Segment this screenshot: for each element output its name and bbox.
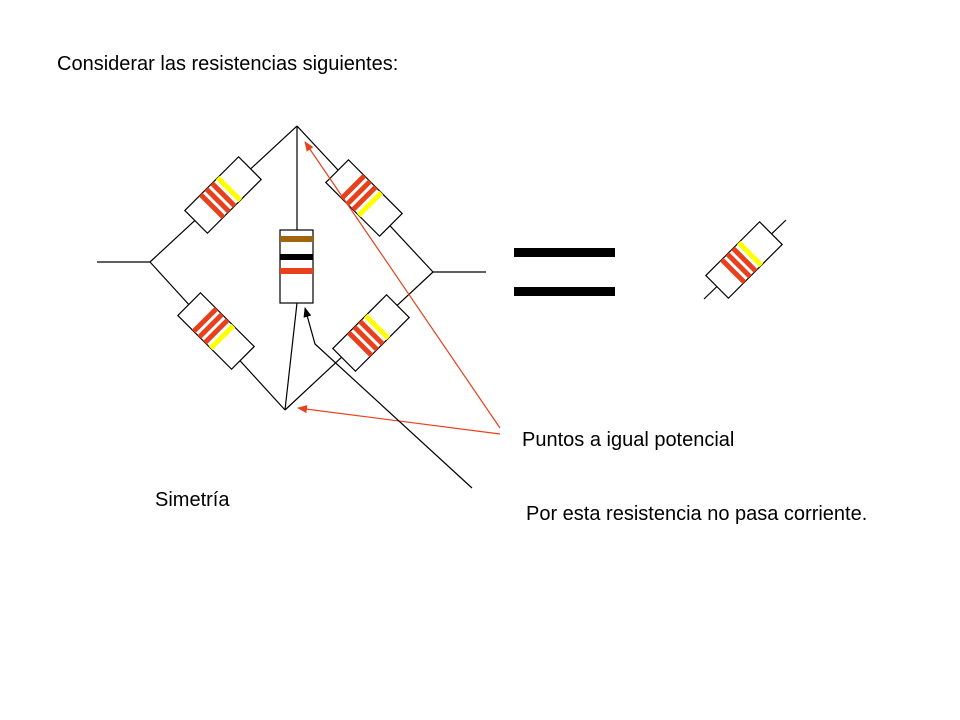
resistor-lower-right xyxy=(331,293,411,373)
no-current-label: Por esta resistencia no pasa corriente. xyxy=(526,503,868,525)
equivalent-resistor xyxy=(703,219,787,300)
arrow-to-center-resistor xyxy=(303,307,473,489)
resistor-center xyxy=(279,229,314,304)
equals-sign xyxy=(514,248,615,296)
symmetry-label: Simetría xyxy=(155,489,230,511)
arrow-to-top-node xyxy=(304,141,501,429)
resistor-upper-left xyxy=(183,155,263,235)
slide-title: Considerar las resistencias siguientes: xyxy=(57,53,399,75)
resistor-lower-left xyxy=(176,291,256,371)
resistor-upper-right xyxy=(324,158,404,238)
center-bottom-wire xyxy=(284,302,298,411)
equal-potential-label: Puntos a igual potencial xyxy=(522,429,735,451)
